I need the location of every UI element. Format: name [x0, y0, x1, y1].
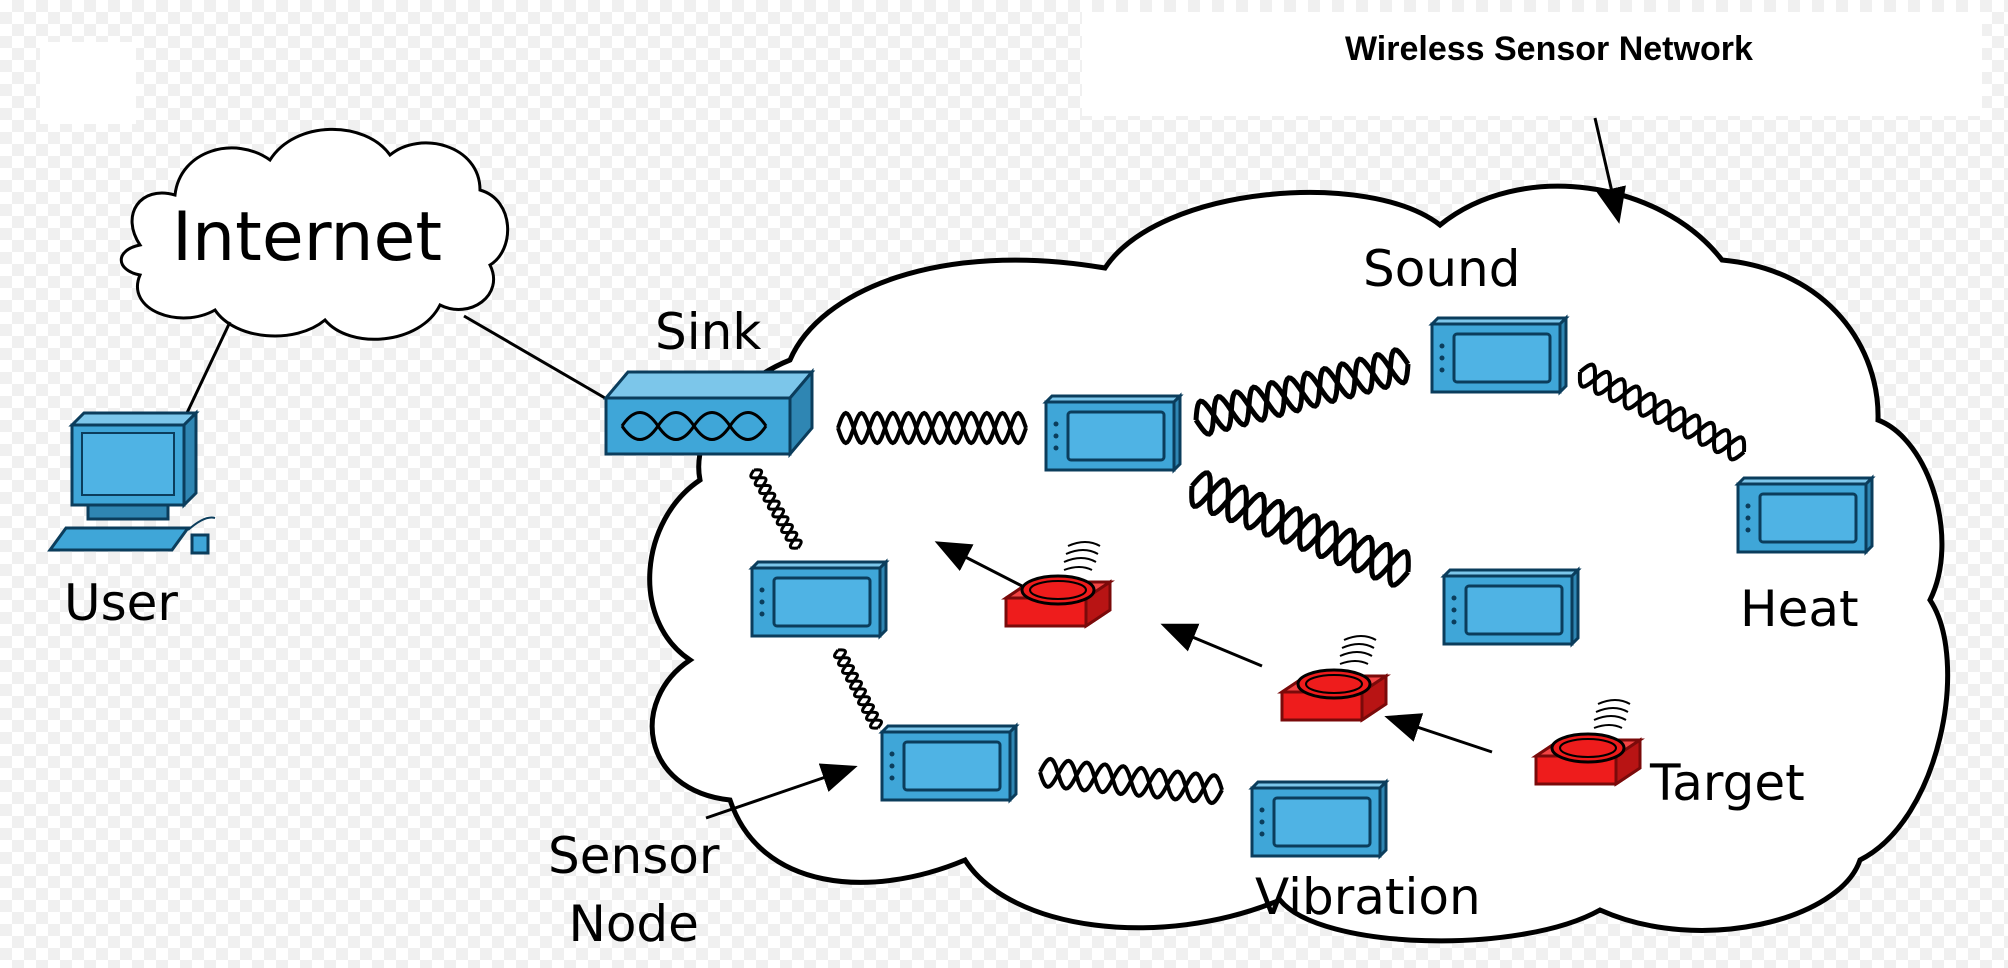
wireless-signal-wave: [836, 648, 880, 730]
sensor-node-icon: [1442, 568, 1580, 646]
sensor-node-label-line2: Node: [568, 895, 699, 953]
heat-label: Heat: [1740, 580, 1859, 638]
movement-arrow: [1384, 713, 1493, 754]
sound-label: Sound: [1363, 240, 1521, 298]
cloud-icon: [119, 127, 510, 341]
diagram-title: Wireless Sensor Network: [1345, 30, 1753, 68]
vibration-label: Vibration: [1255, 868, 1481, 926]
internet-label: Internet: [172, 198, 443, 277]
sensor-node-label-line1: Sensor: [548, 827, 720, 885]
wireless-signal-wave: [1578, 362, 1747, 455]
movement-arrow: [1160, 623, 1263, 668]
sensor-node-pointer: [705, 763, 858, 820]
user-label: User: [64, 574, 178, 632]
computer-icon: [47, 409, 216, 555]
target-label: Target: [1650, 754, 1805, 812]
sink-label: Sink: [655, 303, 762, 361]
link-internet-sink: [463, 314, 606, 400]
sensor-node-icon: [750, 560, 888, 638]
sensor-node-label: Sensor Node: [548, 822, 719, 958]
sensor-node-icon: [880, 724, 1018, 802]
wireless-signal-wave: [1190, 470, 1410, 588]
wireless-signal-wave: [1193, 351, 1411, 433]
sensor-node-icon: [1250, 780, 1388, 858]
wireless-signal-wave: [1577, 369, 1746, 462]
sensor-node-icon: [1430, 316, 1568, 394]
sensor-node-icon: [1736, 476, 1874, 554]
title-box: [1082, 12, 1982, 116]
wireless-links: [749, 347, 1747, 806]
corner-box: [40, 42, 136, 124]
movement-arrow: [934, 541, 1023, 588]
wireless-signal-wave: [836, 410, 1028, 446]
sensor-node-icon: [1044, 394, 1182, 472]
wireless-signal-wave: [1038, 756, 1224, 806]
title-pointer-arrow: [1593, 117, 1626, 224]
wireless-signal-wave: [753, 468, 799, 550]
link-internet-user: [184, 321, 232, 416]
sink-router-icon: [602, 367, 816, 459]
